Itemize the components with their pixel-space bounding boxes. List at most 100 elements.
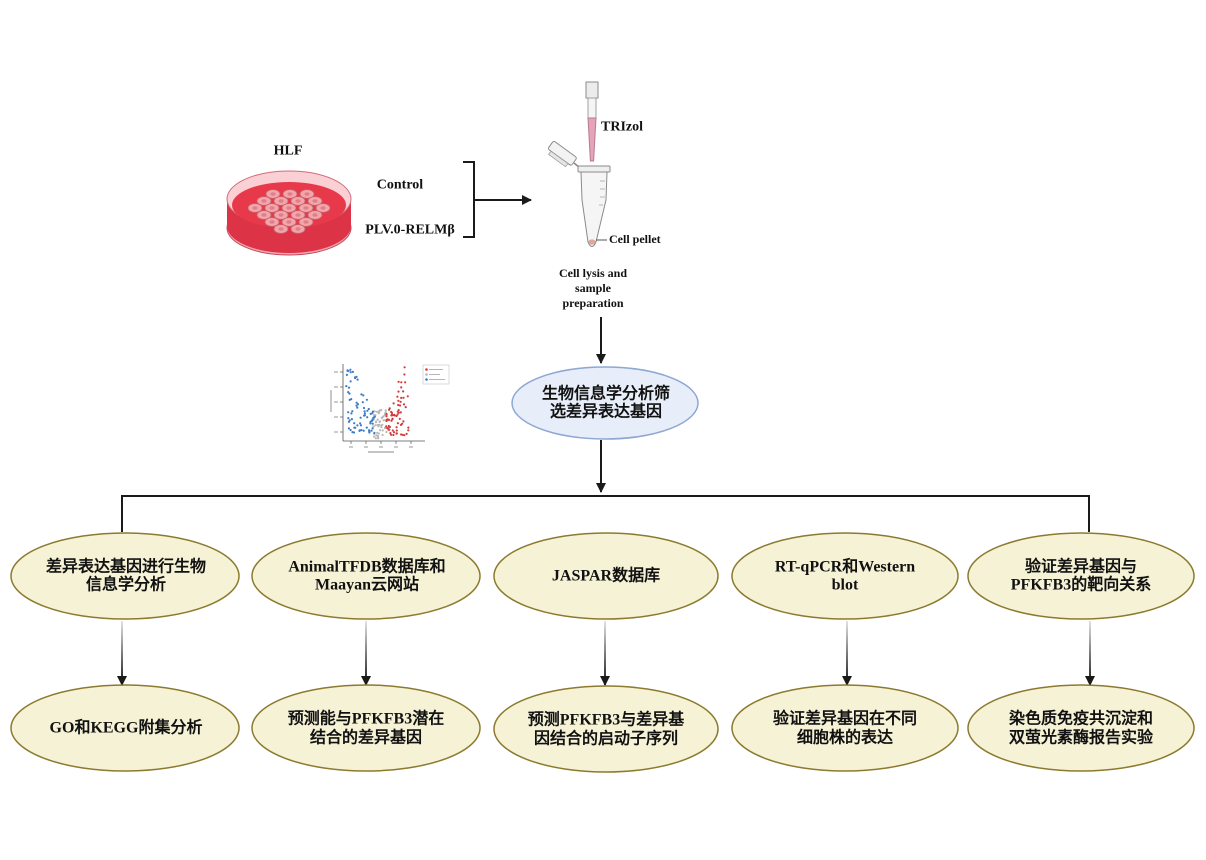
volcano-point-gray — [382, 419, 385, 422]
cell — [256, 210, 272, 220]
method-ellipse — [10, 532, 240, 620]
volcano-point-red — [391, 414, 394, 417]
volcano-point-blue — [363, 410, 366, 413]
volcano-point-gray — [380, 416, 383, 420]
cell-pellet — [588, 239, 596, 245]
row-connectors — [117, 621, 1095, 686]
volcano-point-blue — [366, 409, 369, 412]
volcano-point-red — [403, 366, 406, 369]
result-label-line: 染色质免疫共沉淀和 — [1008, 709, 1153, 728]
volcano-plot-icon — [330, 364, 450, 453]
method-label-line: blot — [832, 577, 859, 594]
volcano-point-blue — [363, 414, 366, 417]
result-label-line: GO和KEGG附集分析 — [50, 718, 203, 737]
volcano-point-red — [407, 426, 410, 429]
result-ellipse — [731, 684, 959, 772]
preparation-label-line: preparation — [562, 296, 623, 310]
volcano-point-red — [407, 429, 410, 432]
result-label-line: 预测能与PFKFB3潜在 — [288, 709, 444, 728]
cell-nucleus — [287, 192, 293, 196]
volcano-point-red — [395, 426, 398, 429]
cell-nucleus — [252, 206, 258, 210]
volcano-point-gray — [375, 410, 378, 413]
group-bracket — [463, 161, 475, 238]
volcano-point-red — [386, 418, 389, 421]
volcano-point-blue — [349, 371, 352, 374]
volcano-point-red — [388, 408, 391, 411]
cell — [298, 217, 314, 227]
cell — [290, 224, 306, 234]
volcano-point-blue — [371, 427, 374, 430]
method-ellipse — [493, 532, 719, 620]
cell-nucleus — [269, 220, 275, 224]
volcano-point-blue — [356, 403, 360, 406]
volcano-point-red — [397, 411, 400, 414]
volcano-point-gray — [384, 409, 387, 412]
cell-nucleus — [278, 227, 284, 231]
tube-lid-plug — [548, 150, 569, 168]
method-label-line: AnimalTFDB数据库和 — [288, 557, 445, 576]
volcano-point-blue — [373, 431, 376, 434]
volcano-point-gray — [376, 437, 380, 440]
volcano-point-blue — [347, 411, 350, 414]
preparation-label-line: sample — [575, 281, 612, 295]
analysis-ellipse — [511, 366, 699, 440]
volcano-point-blue — [348, 419, 351, 422]
volcano-point-blue — [368, 430, 371, 433]
volcano-point-red — [399, 423, 403, 426]
volcano-point-blue — [365, 398, 368, 401]
volcano-point-gray — [380, 424, 383, 427]
result-label-line: 细胞株的表达 — [797, 728, 893, 747]
cell-nucleus — [278, 199, 284, 203]
volcano-point-blue — [371, 422, 374, 425]
volcano-point-gray — [385, 430, 388, 434]
volcano-point-red — [400, 386, 403, 389]
volcano-point-blue — [373, 415, 376, 418]
volcano-point-blue — [363, 412, 366, 415]
lysis-section: TRIzol Cell pellet Cell lysis and sample… — [548, 81, 661, 364]
volcano-point-gray — [374, 437, 377, 440]
volcano-point-blue — [362, 429, 365, 432]
cell — [265, 189, 281, 199]
cell-nucleus — [261, 213, 267, 217]
volcano-points — [345, 366, 410, 440]
result-label-line: 双萤光素酶报告实验 — [1009, 728, 1154, 747]
cell-nucleus — [312, 199, 318, 203]
method-label-line: 信息学分析 — [86, 575, 166, 594]
cell — [281, 203, 297, 213]
pellet-label: Cell pellet — [609, 232, 661, 246]
cell-nucleus — [303, 220, 309, 224]
volcano-point-red — [391, 418, 394, 421]
cell-culture-section: HLF Control PLV.0-RELMβ — [226, 144, 532, 256]
volcano-point-blue — [348, 392, 351, 395]
volcano-point-gray — [377, 434, 380, 438]
microcentrifuge-tube-icon — [548, 141, 611, 247]
method-ellipse — [731, 532, 959, 620]
tube-lid — [548, 141, 577, 168]
volcano-point-blue — [359, 416, 362, 419]
cell-nucleus — [303, 206, 309, 210]
volcano-point-gray — [380, 409, 383, 412]
pipette-tip-liquid — [587, 117, 597, 162]
cell — [282, 189, 298, 199]
volcano-point-red — [402, 396, 405, 399]
volcano-point-red — [395, 432, 398, 435]
volcano-point-blue — [358, 429, 361, 432]
method-ellipse — [251, 532, 481, 620]
result-node: GO和KEGG附集分析 — [10, 684, 240, 772]
volcano-point-red — [385, 425, 388, 428]
petri-dish-icon — [226, 170, 352, 256]
volcano-point-blue — [355, 401, 358, 404]
cell — [273, 196, 289, 206]
volcano-point-red — [406, 395, 409, 398]
cell — [256, 196, 272, 206]
volcano-point-red — [398, 417, 401, 420]
result-ellipse — [251, 684, 481, 772]
volcano-point-blue — [353, 426, 356, 429]
pipette-shaft — [587, 97, 597, 119]
volcano-point-blue — [372, 416, 375, 419]
result-ellipse — [493, 685, 719, 773]
cell-nucleus — [295, 213, 301, 217]
volcano-point-blue — [345, 385, 348, 388]
